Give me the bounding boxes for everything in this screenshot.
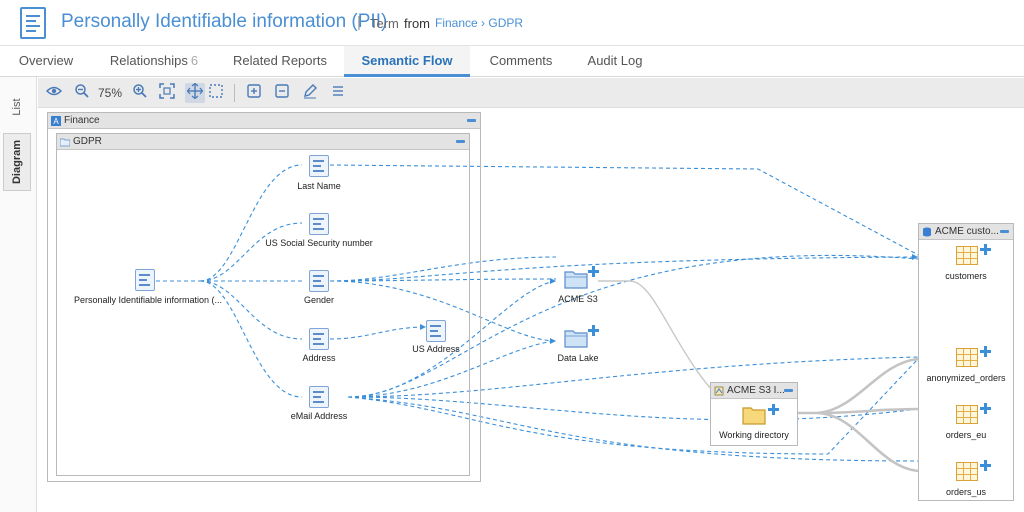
expand-data-lake-button[interactable]	[588, 325, 599, 336]
pan-icon[interactable]	[185, 82, 205, 103]
ssn-term-icon[interactable]	[309, 213, 329, 235]
node-us-address-label[interactable]: US Address	[412, 344, 460, 354]
address-term-icon[interactable]	[309, 328, 329, 350]
tab-related-reports[interactable]: Related Reports	[233, 53, 327, 68]
working-dir-edges	[778, 357, 919, 473]
fit-icon[interactable]	[157, 83, 177, 103]
tab-comments[interactable]: Comments	[489, 53, 553, 68]
collapse-acme-s3-button[interactable]	[784, 386, 793, 395]
pen-icon[interactable]	[300, 83, 320, 103]
group-finance[interactable]: A Finance	[47, 112, 481, 482]
orders-eu-table-icon[interactable]	[956, 405, 978, 424]
orders-us-table-icon[interactable]	[956, 462, 978, 481]
page-title: Personally Identifiable information (PII…	[61, 11, 388, 32]
node-orders-us-label[interactable]: orders_us	[945, 487, 987, 497]
collapse-finance-button[interactable]	[467, 116, 476, 125]
collapse-icon[interactable]	[272, 83, 292, 103]
gender-term-icon[interactable]	[309, 270, 329, 292]
node-orders-eu-label[interactable]: orders_eu	[945, 430, 987, 440]
zoom-in-icon[interactable]	[130, 83, 150, 103]
database-icon	[923, 227, 931, 237]
zoom-level: 75%	[98, 86, 123, 100]
diagram-toolbar: 75%	[38, 78, 1024, 108]
pii-term-icon[interactable]	[135, 269, 155, 291]
expand-acme-s3-button[interactable]	[588, 266, 599, 277]
menu-icon[interactable]	[328, 83, 348, 103]
relationships-count: 6	[190, 53, 199, 68]
side-tab-diagram[interactable]: Diagram	[3, 133, 31, 191]
expand-working-directory-button[interactable]	[768, 404, 779, 415]
group-acme-s3-header: ACME S3 I...	[711, 383, 797, 399]
expand-orders-us-button[interactable]	[980, 460, 991, 471]
expand-anonymized-orders-button[interactable]	[980, 346, 991, 357]
node-data-lake-label[interactable]: Data Lake	[557, 353, 599, 363]
storage-icon	[714, 386, 724, 396]
collapse-gdpr-button[interactable]	[456, 137, 465, 146]
from-label: from	[404, 16, 430, 31]
last-name-term-icon[interactable]	[309, 155, 329, 177]
svg-text:A: A	[53, 117, 59, 126]
acme-s3-folder-icon[interactable]	[564, 269, 588, 289]
zoom-out-icon[interactable]	[72, 83, 92, 103]
glossary-icon: A	[51, 116, 61, 126]
diagram-canvas[interactable]: A Finance GDPR Personally Identifiable i…	[38, 109, 1024, 512]
tab-overview[interactable]: Overview	[18, 53, 74, 68]
anonymized-orders-table-icon[interactable]	[956, 348, 978, 367]
term-icon	[20, 7, 46, 39]
page-header: Personally Identifiable information (PII…	[0, 0, 1024, 46]
toolbar-divider	[234, 84, 235, 102]
collapse-acme-customers-button[interactable]	[1000, 227, 1009, 236]
node-anonymized-orders-label[interactable]: anonymized_orders	[926, 373, 1006, 383]
group-gdpr[interactable]: GDPR	[56, 133, 470, 476]
working-directory-folder-icon[interactable]	[742, 405, 766, 425]
node-pii-label[interactable]: Personally Identifiable information (...	[73, 295, 223, 305]
group-finance-header: A Finance	[48, 113, 480, 129]
customers-table-icon[interactable]	[956, 246, 978, 265]
tab-semantic-flow[interactable]: Semantic Flow	[344, 46, 470, 77]
object-type-label: Term	[370, 16, 399, 31]
group-acme-customers-header: ACME custo...	[919, 224, 1013, 240]
edge-arrowheads	[420, 254, 918, 344]
node-working-directory-label[interactable]: Working directory	[719, 430, 789, 440]
node-last-name-label[interactable]: Last Name	[297, 181, 341, 191]
us-address-term-icon[interactable]	[426, 320, 446, 342]
node-email-label[interactable]: eMail Address	[290, 411, 348, 421]
tab-audit-log[interactable]: Audit Log	[587, 53, 643, 68]
group-acme-customers[interactable]: ACME custo...	[918, 223, 1014, 501]
category-folder-icon	[60, 138, 70, 147]
breadcrumb[interactable]: Finance › GDPR	[435, 16, 524, 30]
title-separator: |	[357, 14, 361, 31]
lineage-edges	[156, 164, 923, 462]
node-customers-label[interactable]: customers	[945, 271, 987, 281]
group-gdpr-header: GDPR	[57, 134, 469, 150]
node-acme-s3-label[interactable]: ACME S3	[558, 294, 598, 304]
email-term-icon[interactable]	[309, 386, 329, 408]
side-tab-list[interactable]: List	[11, 98, 23, 116]
eye-icon[interactable]	[44, 83, 64, 103]
expand-icon[interactable]	[244, 83, 264, 103]
data-lake-folder-icon[interactable]	[564, 328, 588, 348]
expand-customers-button[interactable]	[980, 244, 991, 255]
node-ssn-label[interactable]: US Social Security number	[265, 238, 373, 248]
node-address-label[interactable]: Address	[302, 353, 336, 363]
expand-orders-eu-button[interactable]	[980, 403, 991, 414]
side-panel: List Diagram	[0, 77, 37, 512]
select-icon[interactable]	[206, 83, 226, 103]
node-gender-label[interactable]: Gender	[303, 295, 335, 305]
